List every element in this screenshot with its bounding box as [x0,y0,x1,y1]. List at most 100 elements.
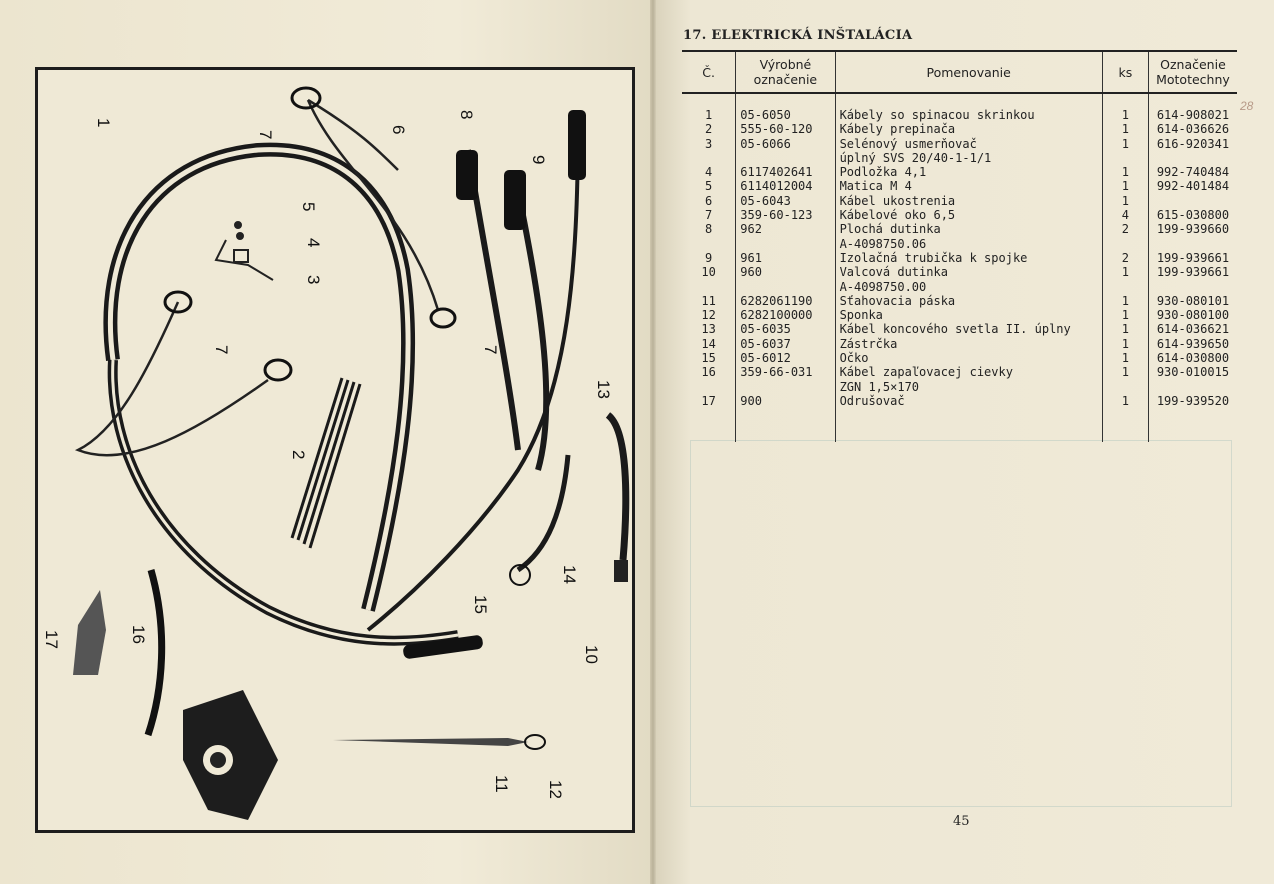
row-code [735,150,836,166]
row-qty: 1 [1101,365,1149,380]
row-qty: 4 [1101,208,1149,223]
row-qty: 2 [1101,250,1149,266]
row-name: Očko [834,351,1103,366]
row-name: Kábelové oko 6,5 [834,208,1103,223]
row-number: 4 [705,165,713,180]
row-name: Odrušovač [834,393,1103,409]
empty-cell [735,408,836,443]
row-number [682,280,736,294]
callout-2: 2 [289,450,308,459]
row-mototechna: 199-939660 [1147,222,1237,237]
row-qty [1101,379,1149,394]
empty-cell [682,408,736,442]
row-mototechna: 614-036621 [1147,322,1237,337]
row-mototechna: 992-740484 [1147,165,1237,180]
row-name: Matica M 4 [834,179,1103,194]
row-mototechna: 199-939661 [1147,265,1237,280]
row-mototechna [1147,150,1237,166]
row-name: Sponka [834,308,1103,323]
row-qty: 1 [1101,179,1149,194]
row-name: Izolačná trubička k spojke [834,250,1103,266]
row-number: 3 [705,136,713,151]
harness-drawing: 1 2 3 4 5 6 7 7 7 8 9 10 11 12 13 14 15 … [42,86,630,820]
callout-4: 4 [304,238,323,247]
row-mototechna: 199-939661 [1147,250,1237,266]
parts-table: Č. Výrobné označenie Pomenovanie ks Ozna… [682,50,1237,443]
row-qty: 1 [1101,393,1149,409]
callout-9: 9 [529,155,548,164]
row-code: 962 [735,222,836,237]
row-qty [1101,279,1149,294]
row-name: Selénový usmerňovač [834,136,1103,151]
callout-15: 15 [471,595,490,614]
row-name: A-4098750.00 [834,279,1103,294]
row-number: 11 [701,293,716,308]
row-code: 6282100000 [735,308,836,323]
row-code: 900 [735,393,836,409]
header-number: Č. [682,50,736,94]
header-qty: ks [1101,50,1149,94]
book-gutter [650,0,656,884]
row-name: Valcová dutinka [834,265,1103,280]
empty-cell [834,408,1103,443]
row-number: 15 [701,351,716,366]
show-through-area [690,440,1232,807]
row-name: A-4098750.06 [834,236,1103,251]
row-mototechna: 930-080101 [1147,293,1237,309]
callout-1: 1 [94,118,113,127]
table-row: A-4098750.06 [682,236,1237,251]
row-code: 05-6050 [735,108,836,123]
header-name: Pomenovanie [834,50,1103,94]
row-mototechna: 992-401484 [1147,179,1237,194]
row-number: 16 [701,365,716,380]
section-title: 17. ELEKTRICKÁ INŠTALÁCIA [683,28,913,43]
row-code: 05-6035 [735,322,836,337]
row-qty: 1 [1101,108,1149,123]
row-qty: 1 [1101,322,1149,337]
ignition-coil-cable [144,569,166,737]
row-code: 359-60-123 [735,208,836,223]
row-code: 05-6066 [735,136,836,151]
table-spacer-row [682,93,1237,108]
row-mototechna: 199-939520 [1147,393,1237,409]
row-code [735,279,836,294]
row-mototechna: 614-939650 [1147,336,1237,352]
row-code: 961 [735,250,836,266]
row-mototechna [1147,236,1237,251]
callout-7-b: 7 [212,345,231,354]
row-qty: 1 [1101,136,1149,151]
handwritten-margin-note: 28 [1240,99,1254,113]
row-name: ZGN 1,5×170 [834,379,1103,394]
row-number: 14 [701,336,716,351]
row-qty: 1 [1101,193,1149,209]
callout-3: 3 [304,275,323,284]
row-number: 6 [705,193,713,208]
callout-17: 17 [42,630,61,649]
table-row: úplný SVS 20/40-1-1/1 [682,150,1237,166]
row-mototechna: 930-080100 [1147,308,1237,323]
callout-14: 14 [560,565,579,584]
row-code: 960 [735,265,836,280]
row-number: 1 [705,108,713,122]
row-qty: 1 [1101,293,1149,309]
row-code [735,236,836,251]
wire-bundle [290,377,362,549]
row-number: 8 [705,222,713,237]
row-qty: 1 [1101,336,1149,352]
row-number [682,380,736,394]
cable-tie [333,738,528,746]
row-name: Sťahovacia páska [834,293,1103,309]
row-name: Kábel ukostrenia [834,193,1103,209]
